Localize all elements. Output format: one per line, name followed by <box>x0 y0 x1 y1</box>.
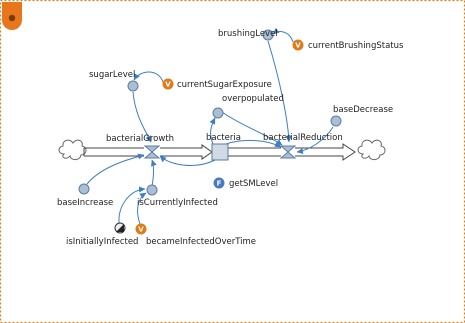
svg-text:V: V <box>295 42 301 50</box>
became-infected-over-time-variable-v-icon[interactable]: V <box>135 223 147 235</box>
is-currently-infected-variable[interactable] <box>146 184 158 196</box>
sugar-level-variable[interactable] <box>127 80 139 92</box>
bacterial-reduction-valve-icon[interactable] <box>279 145 297 159</box>
bacteria-stock[interactable] <box>211 143 229 161</box>
base-decrease-label: baseDecrease <box>333 105 393 115</box>
causal-links <box>86 27 334 225</box>
current-sugar-exposure-variable-v-icon[interactable]: V <box>162 78 174 90</box>
brushing-level-variable[interactable] <box>262 29 274 41</box>
svg-text:V: V <box>138 226 144 234</box>
bacterial-growth-valve-icon[interactable] <box>143 145 161 159</box>
bacterial-growth-label: bacterialGrowth <box>106 134 174 144</box>
get-sm-level-function-f-icon[interactable]: F <box>213 177 225 189</box>
anylogic-logo-icon[interactable] <box>2 2 22 30</box>
overpopulated-variable[interactable] <box>212 107 224 119</box>
base-increase-label: baseIncrease <box>57 198 113 208</box>
bacterial-reduction-label: bacterialReduction <box>263 133 343 143</box>
current-brushing-status-variable-v-icon[interactable]: V <box>292 39 304 51</box>
is-initially-infected-label: isInitiallyInfected <box>66 237 138 247</box>
brushing-level-label: brushingLevel <box>218 29 278 39</box>
overpopulated-label: overpopulated <box>222 94 284 104</box>
svg-text:V: V <box>165 81 171 89</box>
base-increase-variable[interactable] <box>78 183 90 195</box>
get-sm-level-label: getSMLevel <box>229 179 278 189</box>
bacteria-label: bacteria <box>206 133 241 143</box>
sugar-level-label: sugarLevel <box>89 70 135 80</box>
current-brushing-status-label: currentBrushingStatus <box>308 41 404 51</box>
base-decrease-variable[interactable] <box>330 115 342 127</box>
is-currently-infected-label: isCurrentlyInfected <box>137 198 218 208</box>
sink-cloud-icon <box>357 139 386 161</box>
is-initially-infected-parameter-icon[interactable] <box>114 222 126 234</box>
svg-text:F: F <box>217 180 222 188</box>
source-cloud-icon <box>58 139 87 161</box>
became-infected-over-time-label: becameInfectedOverTime <box>146 237 256 247</box>
inflow-pipe <box>83 144 213 160</box>
current-sugar-exposure-label: currentSugarExposure <box>177 80 272 90</box>
